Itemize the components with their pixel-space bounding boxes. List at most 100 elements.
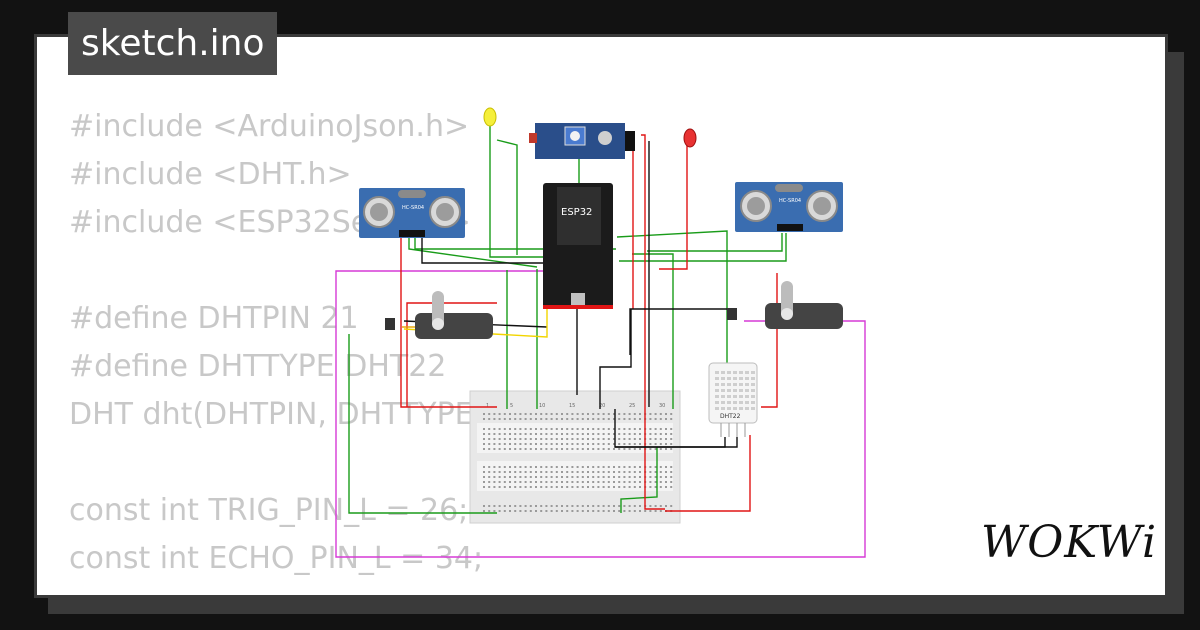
breadboard-hole bbox=[545, 428, 548, 430]
code-line: #define DHTPIN 21 bbox=[69, 301, 359, 336]
dht-grille-slot bbox=[733, 377, 737, 380]
breadboard-hole bbox=[607, 471, 610, 473]
breadboard-hole bbox=[529, 433, 532, 435]
breadboard-hole bbox=[545, 486, 548, 488]
breadboard-hole bbox=[649, 471, 652, 473]
breadboard-hole bbox=[613, 433, 615, 435]
breadboard-hole bbox=[576, 481, 579, 483]
breadboard-hole bbox=[665, 443, 667, 445]
breadboard-hole bbox=[623, 448, 626, 450]
breadboard-hole bbox=[639, 433, 641, 435]
dht-grille-slot bbox=[751, 383, 755, 386]
breadboard-hole bbox=[571, 471, 574, 473]
breadboard-hole bbox=[628, 443, 631, 445]
breadboard-hole bbox=[587, 486, 589, 488]
breadboard-hole bbox=[649, 505, 652, 507]
breadboard-hole bbox=[576, 505, 579, 507]
breadboard-hole bbox=[618, 486, 621, 488]
breadboard-hole bbox=[555, 505, 558, 507]
breadboard-hole bbox=[483, 448, 485, 450]
circuit-diagram: 1 5 10 15 20 25 30 bbox=[335, 107, 866, 558]
breadboard-hole bbox=[566, 481, 569, 483]
breadboard-hole bbox=[628, 466, 631, 468]
breadboard-hole bbox=[670, 443, 673, 445]
breadboard-hole bbox=[665, 505, 667, 507]
breadboard-hole bbox=[592, 476, 595, 478]
breadboard-hole bbox=[555, 428, 558, 430]
dht-grille-slot bbox=[739, 377, 743, 380]
breadboard-hole bbox=[514, 471, 517, 473]
breadboard-hole bbox=[550, 505, 553, 507]
breadboard-hole bbox=[566, 476, 569, 478]
breadboard-hole bbox=[607, 505, 610, 507]
breadboard-hole bbox=[545, 510, 548, 512]
breadboard-hole bbox=[639, 510, 641, 512]
breadboard-hole bbox=[535, 466, 537, 468]
breadboard-hole bbox=[618, 438, 621, 440]
breadboard-hole bbox=[654, 418, 657, 420]
breadboard-hole bbox=[613, 413, 615, 415]
breadboard-hole bbox=[524, 486, 527, 488]
breadboard-hole bbox=[654, 476, 657, 478]
breadboard-hole bbox=[555, 438, 558, 440]
breadboard-hole bbox=[602, 486, 605, 488]
breadboard-hole bbox=[540, 471, 543, 473]
breadboard-hole bbox=[633, 438, 636, 440]
breadboard-hole bbox=[535, 448, 537, 450]
breadboard-hole bbox=[576, 476, 579, 478]
breadboard-hole bbox=[618, 466, 621, 468]
breadboard-hole bbox=[561, 466, 563, 468]
breadboard-hole bbox=[509, 428, 511, 430]
breadboard-hole bbox=[535, 428, 537, 430]
breadboard-hole bbox=[519, 443, 522, 445]
breadboard-hole bbox=[550, 448, 553, 450]
breadboard-hole bbox=[628, 438, 631, 440]
dht-grille-slot bbox=[739, 389, 743, 392]
breadboard-hole bbox=[519, 486, 522, 488]
breadboard-hole bbox=[571, 438, 574, 440]
breadboard-hole bbox=[561, 486, 563, 488]
breadboard-hole bbox=[654, 433, 657, 435]
breadboard-hole bbox=[566, 471, 569, 473]
breadboard-hole bbox=[659, 418, 662, 420]
dht-grille-slot bbox=[745, 401, 749, 404]
breadboard-hole bbox=[498, 438, 501, 440]
breadboard-hole bbox=[581, 433, 584, 435]
breadboard-hole bbox=[628, 471, 631, 473]
breadboard-hole bbox=[545, 443, 548, 445]
breadboard-hole bbox=[592, 481, 595, 483]
breadboard-hole bbox=[623, 438, 626, 440]
breadboard-hole bbox=[498, 476, 501, 478]
breadboard-hole bbox=[633, 505, 636, 507]
dht22-sensor: DHT22 bbox=[708, 362, 758, 437]
breadboard-hole bbox=[639, 413, 641, 415]
dht-grille-slot bbox=[715, 395, 719, 398]
breadboard-hole bbox=[571, 428, 574, 430]
breadboard-hole bbox=[498, 471, 501, 473]
breadboard-hole bbox=[493, 448, 496, 450]
dht-grille-slot bbox=[745, 383, 749, 386]
breadboard-hole bbox=[566, 443, 569, 445]
breadboard-hole bbox=[576, 433, 579, 435]
breadboard-hole bbox=[503, 471, 506, 473]
breadboard-hole bbox=[503, 481, 506, 483]
breadboard-hole bbox=[503, 505, 506, 507]
breadboard-hole bbox=[519, 505, 522, 507]
breadboard-hole bbox=[623, 505, 626, 507]
breadboard-hole bbox=[649, 418, 652, 420]
dht-grille-slot bbox=[745, 407, 749, 410]
dht-grille-slot bbox=[745, 389, 749, 392]
breadboard-hole bbox=[498, 505, 501, 507]
breadboard-hole bbox=[488, 466, 491, 468]
breadboard-hole bbox=[607, 413, 610, 415]
breadboard-hole bbox=[592, 418, 595, 420]
breadboard-hole bbox=[613, 443, 615, 445]
file-name-tab[interactable]: sketch.ino bbox=[68, 12, 278, 75]
breadboard-hole bbox=[592, 448, 595, 450]
breadboard-hole bbox=[483, 505, 485, 507]
breadboard-hole bbox=[649, 481, 652, 483]
breadboard-hole bbox=[659, 466, 662, 468]
breadboard-hole bbox=[571, 413, 574, 415]
breadboard-hole bbox=[587, 428, 589, 430]
breadboard-hole bbox=[665, 413, 667, 415]
